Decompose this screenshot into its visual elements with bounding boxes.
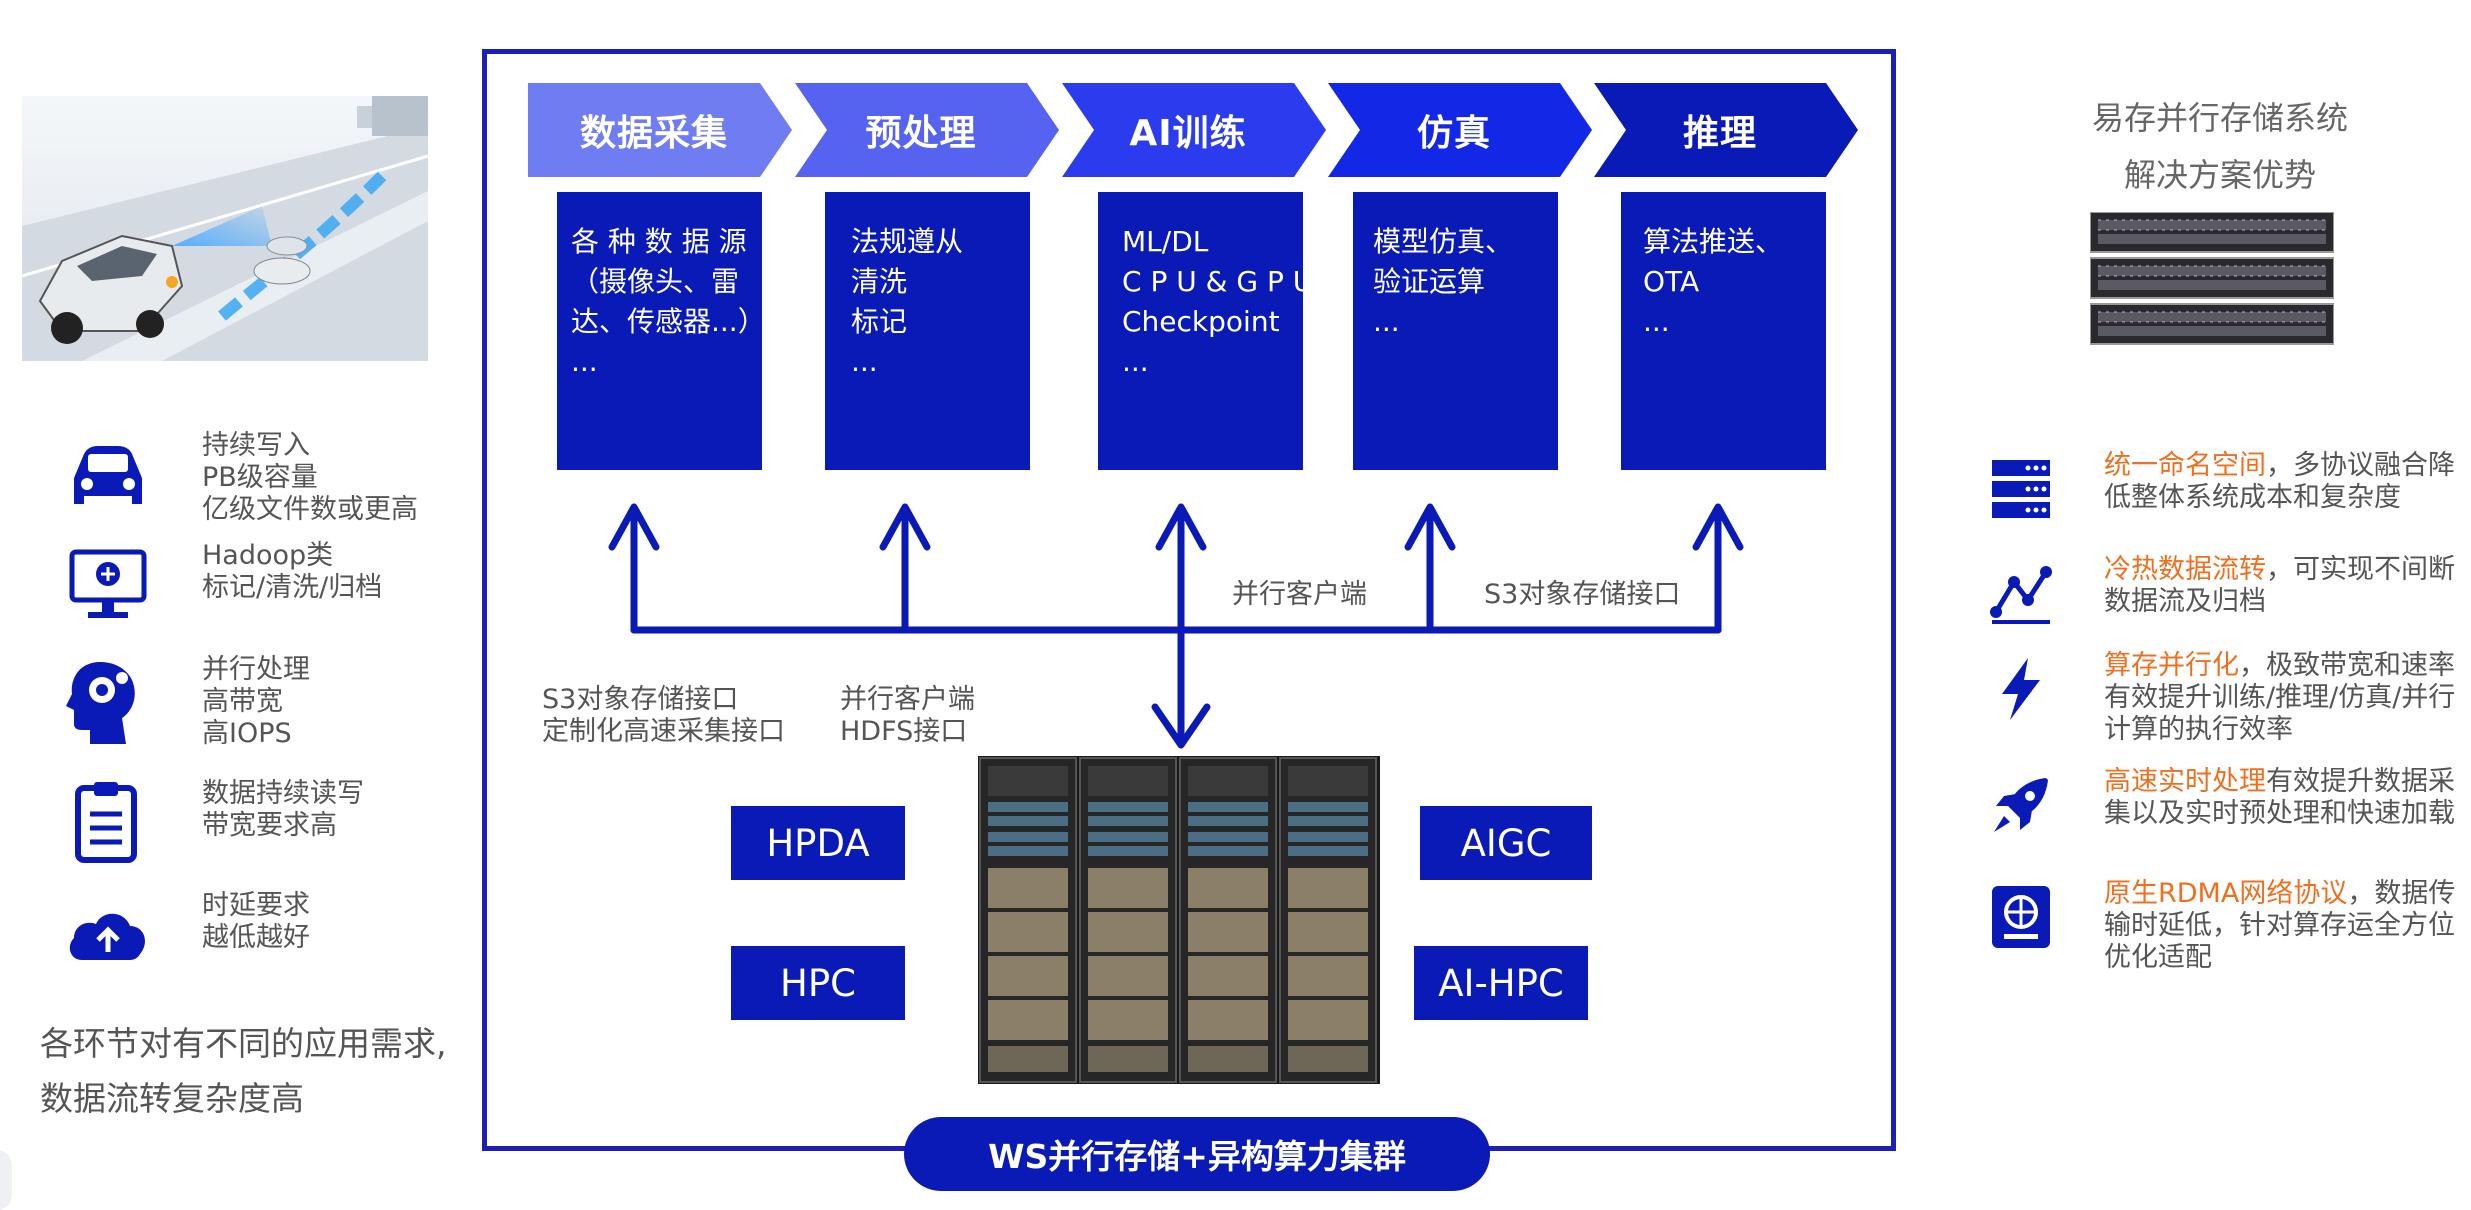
stage-detail-box: 各 种 数 据 源（摄像头、雷达、传感器...）... bbox=[557, 192, 766, 470]
feature-item: 时延要求越低越好 bbox=[60, 890, 460, 1010]
stage-chevron: 仿真 bbox=[1328, 83, 1592, 177]
s3-interface-label: S3对象存储接口 bbox=[1484, 579, 1681, 610]
advantage-text: 统一命名空间，多协议融合降低整体系统成本和复杂度 bbox=[2104, 450, 2455, 513]
rocket-icon bbox=[1988, 772, 2054, 838]
advantage-text: 高速实时处理有效提升数据采集以及实时预处理和快速加载 bbox=[2104, 766, 2455, 829]
feature-text: 时延要求越低越好 bbox=[202, 890, 310, 953]
cloud-upload-icon bbox=[60, 890, 156, 986]
parallel-client-label: 并行客户端 bbox=[1232, 579, 1367, 610]
protocol-list-left: S3对象存储接口定制化高速采集接口 bbox=[542, 684, 785, 747]
feature-text: Hadoop类标记/清洗/归档 bbox=[202, 540, 383, 603]
stage-title: 数据采集 bbox=[579, 113, 728, 154]
advantage-text: 算存并行化，极致带宽和速率有效提升训练/推理/仿真/并行计算的执行效率 bbox=[2104, 650, 2456, 745]
car-icon bbox=[60, 430, 156, 526]
cluster-banner: WS并行存储+异构算力集群 bbox=[904, 1117, 1490, 1191]
feature-item: Hadoop类标记/清洗/归档 bbox=[60, 540, 460, 660]
head-gear-icon bbox=[60, 654, 156, 750]
stage-title: 推理 bbox=[1682, 113, 1757, 154]
lightning-icon bbox=[1988, 656, 2054, 722]
stage-chevron: 预处理 bbox=[795, 83, 1059, 177]
stage-chevron: AI训练 bbox=[1062, 83, 1326, 177]
stage-chevron: 数据采集 bbox=[528, 83, 792, 177]
compute-storage-racks bbox=[978, 756, 1380, 1084]
requirements-note: 各环节对有不同的应用需求, 数据流转复杂度高 bbox=[40, 1024, 447, 1118]
feature-text: 并行处理高带宽高IOPS bbox=[202, 654, 310, 749]
advantage-text: 原生RDMA网络协议，数据传输时延低，针对算存运全方位优化适配 bbox=[2104, 878, 2456, 973]
stage-title: 仿真 bbox=[1416, 113, 1491, 154]
stage-detail-box: 算法推送、OTA... bbox=[1621, 192, 1826, 470]
stage-chevron: 推理 bbox=[1594, 83, 1858, 177]
hpc-box: HPC bbox=[731, 946, 905, 1020]
server-stack-icon bbox=[1988, 456, 2054, 522]
stage-detail-box: 模型仿真、验证运算... bbox=[1353, 192, 1558, 470]
data-flow-icon bbox=[1988, 560, 2054, 626]
advantage-text: 冷热数据流转，可实现不间断数据流及归档 bbox=[2104, 554, 2455, 617]
storage-server-image bbox=[2089, 211, 2335, 346]
stage-title: AI训练 bbox=[1129, 113, 1247, 154]
corner-decoration bbox=[0, 1150, 12, 1210]
feature-item: 并行处理高带宽高IOPS bbox=[60, 654, 460, 774]
stage-title: 预处理 bbox=[865, 113, 977, 154]
system-title: 易存并行存储系统 解决方案优势 bbox=[2091, 99, 2348, 194]
clipboard-icon bbox=[60, 778, 156, 874]
network-protocol-icon bbox=[1988, 884, 2054, 950]
hpda-box: HPDA bbox=[731, 806, 905, 880]
autonomous-driving-photo bbox=[22, 96, 428, 361]
data-flow-arrows bbox=[608, 503, 1744, 749]
ai-hpc-box: AI-HPC bbox=[1414, 946, 1588, 1020]
monitor-icon bbox=[60, 540, 156, 636]
stage-detail-box: 法规遵从清洗标记... bbox=[825, 192, 1030, 470]
feature-text: 数据持续读写带宽要求高 bbox=[202, 778, 364, 841]
feature-item: 数据持续读写带宽要求高 bbox=[60, 778, 460, 898]
aigc-box: AIGC bbox=[1420, 806, 1592, 880]
